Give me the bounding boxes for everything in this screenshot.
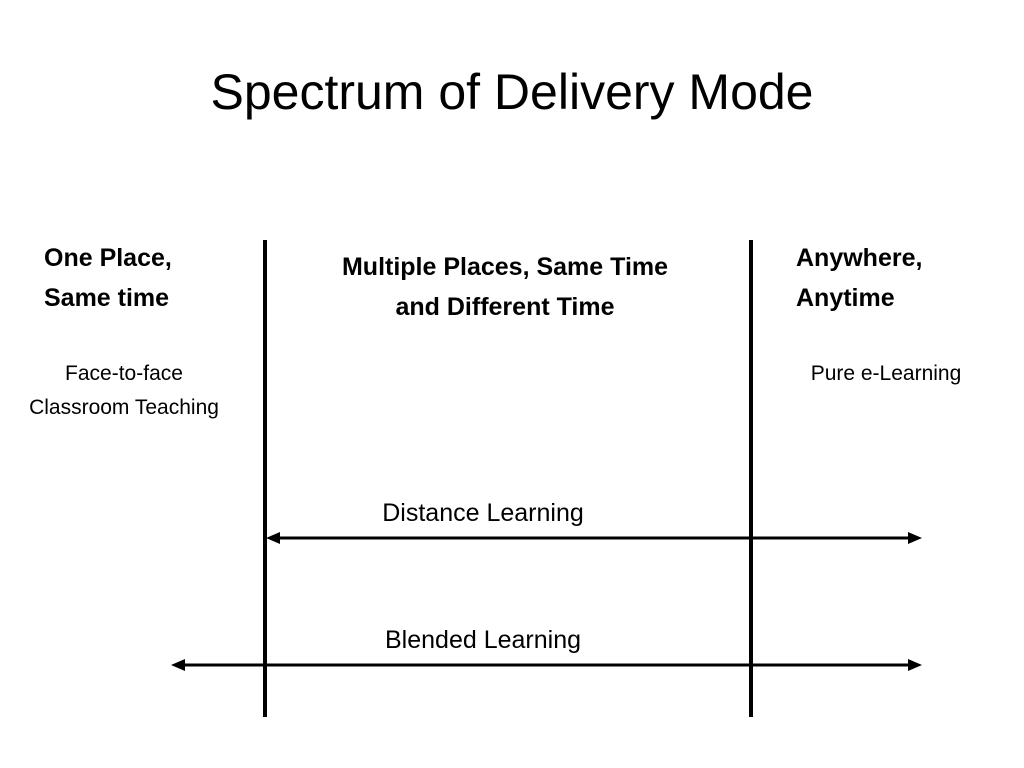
distance-learning-label: Distance Learning [382,499,584,527]
distance-learning-arrow [266,532,922,544]
heading-one-place-line-2: Same time [44,284,170,312]
description-pure-elearning-line-1: Pure e-Learning [810,362,962,385]
heading-anywhere: Anywhere, Anytime [796,238,1016,318]
description-face-to-face-line-1: Face-to-face [65,362,183,385]
heading-one-place-line-1: One Place, [44,244,172,272]
blended-learning-arrowhead-left [171,659,185,671]
blended-learning-label: Blended Learning [385,626,581,654]
description-face-to-face: Face-to-face Classroom Teaching [0,357,248,425]
heading-multiple-places-line-2: and Different Time [395,293,615,321]
heading-anywhere-line-2: Anytime [796,284,895,312]
distance-learning-arrowhead-right [908,532,922,544]
heading-one-place: One Place, Same time [44,238,244,318]
description-pure-elearning: Pure e-Learning [784,357,988,391]
heading-multiple-places-line-1: Multiple Places, Same Time [341,253,669,281]
heading-anywhere-line-1: Anywhere, [796,244,923,272]
description-face-to-face-line-2: Classroom Teaching [29,396,219,419]
distance-learning-arrowhead-left [266,532,280,544]
heading-multiple-places: Multiple Places, Same Time and Different… [280,247,730,327]
blended-learning-arrow [171,659,922,671]
blended-learning-arrowhead-right [908,659,922,671]
slide-title: Spectrum of Delivery Mode [210,64,814,120]
